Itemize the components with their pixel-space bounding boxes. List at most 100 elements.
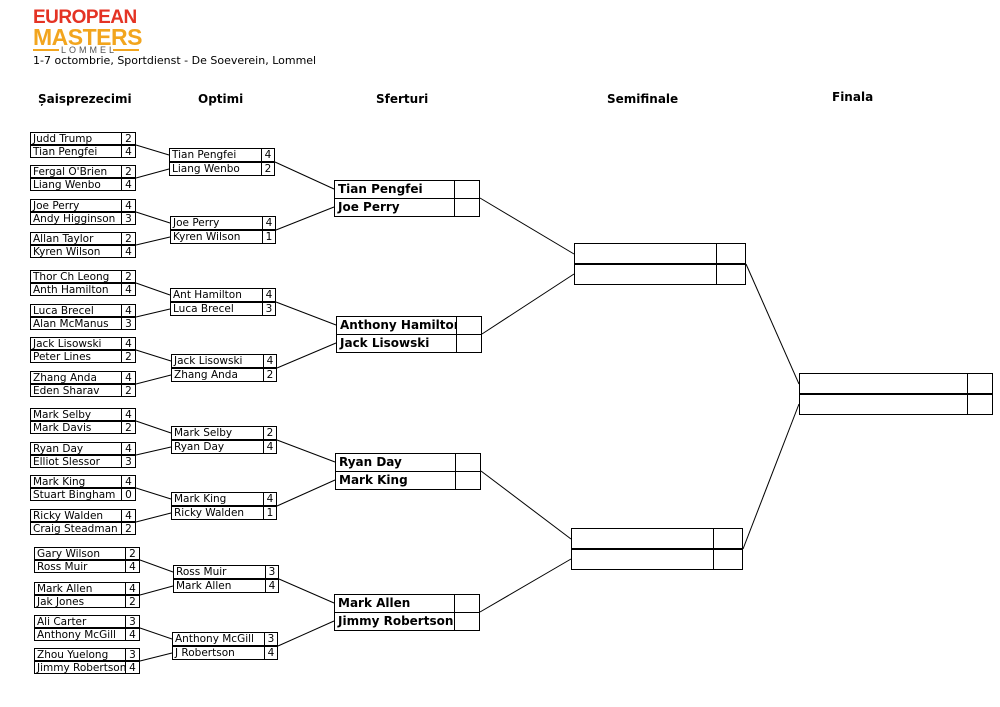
player-name: Stuart Bingham [30, 488, 122, 501]
player-name: Judd Trump [30, 132, 122, 145]
player-name: Ross Muir [34, 560, 126, 573]
player-score: 1 [262, 230, 276, 244]
connector-line [139, 585, 174, 596]
player-score: 0 [121, 488, 136, 501]
player-name: Jak Jones [34, 595, 126, 608]
player-name: Joe Perry [170, 216, 263, 230]
player-score: 2 [125, 595, 140, 608]
player-score [713, 528, 743, 549]
player-slot: Mark King [335, 471, 481, 490]
player-name: Ali Carter [34, 615, 126, 628]
connector-line [135, 282, 171, 296]
logo-rule-left [33, 49, 59, 51]
player-score: 4 [121, 245, 136, 258]
player-name: Ryan Day [171, 440, 264, 454]
player-name: Eden Sharav [30, 384, 122, 397]
player-slot: Joe Perry [334, 198, 480, 217]
player-name [799, 373, 968, 394]
connector-line [276, 439, 336, 463]
player-score: 2 [121, 522, 136, 535]
player-name [574, 243, 717, 264]
player-score: 4 [121, 283, 136, 296]
player-score: 1 [263, 506, 277, 520]
player-score: 4 [263, 440, 277, 454]
player-name [799, 394, 968, 415]
player-score: 2 [121, 270, 136, 283]
player-score [456, 316, 482, 335]
connector-line [745, 263, 800, 385]
player-name: Ross Muir [173, 565, 266, 579]
player-score: 3 [125, 615, 140, 628]
player-name: Ant Hamilton [170, 288, 263, 302]
player-name: Mark Allen [334, 594, 455, 613]
connector-line [135, 374, 172, 385]
logo-rule-right [113, 49, 139, 51]
player-score: 4 [121, 442, 136, 455]
player-name: Joe Perry [334, 198, 455, 217]
player-name: Kyren Wilson [170, 230, 263, 244]
player-name [571, 549, 714, 570]
player-slot: Jimmy Robertson [334, 612, 480, 631]
player-name: Jimmy Robertson [34, 661, 126, 674]
player-score: 2 [121, 350, 136, 363]
player-score: 4 [121, 145, 136, 158]
player-name: Anthony McGill [34, 628, 126, 641]
player-name: Mark Allen [173, 579, 266, 593]
player-name: Jack Lisowski [171, 354, 264, 368]
player-name: Anthony Hamilton [336, 316, 457, 335]
connector-line [276, 342, 337, 369]
player-score [455, 453, 481, 472]
player-name: Thor Ch Leong [30, 270, 122, 283]
connector-line [481, 273, 575, 335]
logo-text-european: EUROPEAN [33, 7, 137, 28]
round-heading-r16: Optimi [198, 92, 244, 106]
player-name: Gary Wilson [34, 547, 126, 560]
player-name: Tian Pengfei [169, 148, 262, 162]
player-name: Mark King [335, 471, 456, 490]
player-slot [574, 243, 746, 264]
player-score [456, 334, 482, 353]
connector-line [479, 558, 572, 613]
player-name: Anth Hamilton [30, 283, 122, 296]
event-subtitle: 1-7 octombrie, Sportdienst - De Soeverei… [33, 54, 317, 67]
player-score: 4 [262, 288, 276, 302]
player-name: Tian Pengfei [30, 145, 122, 158]
player-score: 4 [261, 148, 275, 162]
player-name: Zhou Yuelong [34, 648, 126, 661]
connector-line [135, 236, 171, 246]
player-name: Ricky Walden [171, 506, 264, 520]
player-score: 2 [121, 232, 136, 245]
player-name: Ricky Walden [30, 509, 122, 522]
logo-text-lommel: LOMMEL [61, 45, 118, 55]
player-slot: Anthony Hamilton [336, 316, 482, 335]
player-score [967, 373, 993, 394]
player-name: Jimmy Robertson [334, 612, 455, 631]
player-score [713, 549, 743, 570]
